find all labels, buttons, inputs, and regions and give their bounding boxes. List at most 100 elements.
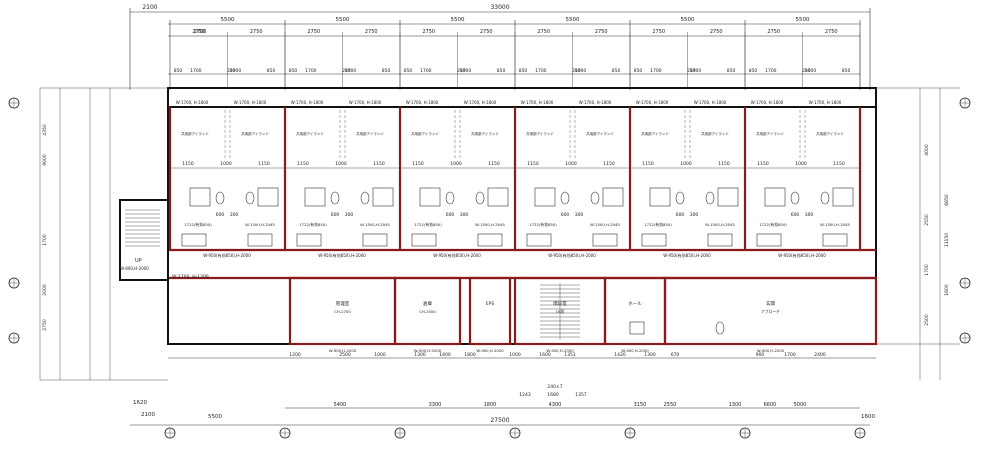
unit-sub-label: W-1500,H-2045: [360, 222, 390, 227]
bottom-dim-label: 3300: [429, 402, 442, 408]
unit-dim-label: 850: [497, 68, 506, 74]
left-dim-label: 1700: [42, 234, 48, 246]
unit-inner-dim: 1150: [412, 161, 424, 167]
window-label: W-1700, H-1800: [349, 100, 382, 105]
window-label: W-1700, H-1800: [176, 100, 209, 105]
unit-dim-label: 200: [227, 68, 236, 74]
room-label: 共用部アイランド: [411, 131, 439, 136]
bath-dim: 300: [805, 212, 814, 218]
half-dim-label: 2750: [192, 29, 205, 35]
unit-inner-dim: 1000: [565, 161, 577, 167]
stair-dim-label: 1680: [547, 392, 559, 398]
bay-dim-label: 5500: [221, 17, 235, 23]
unit-dim-label: 1700: [765, 68, 777, 74]
unit-inner-dim: 1150: [488, 161, 500, 167]
left-axis-dim: 5500: [208, 414, 222, 420]
window-label: W-1700, H-1800: [521, 100, 554, 105]
bath-dim: 300: [345, 212, 354, 218]
entry-closet: [247, 233, 273, 247]
stair-up-label: UP: [135, 258, 142, 264]
unit-dim-label: 850: [404, 68, 413, 74]
common-area: 管理室CH-2700W-900,H-2000倉庫CH-2500W-900,H-2…: [288, 276, 878, 353]
unit-dim-label: 850: [519, 68, 528, 74]
common-door-label: W-900,H-2000: [414, 348, 442, 353]
bath-dim: 600: [791, 212, 800, 218]
lower-dim-label: 1200: [289, 352, 301, 358]
room-label: 共用部アイランド: [296, 131, 324, 136]
unit-inner-dim: 1150: [603, 161, 615, 167]
unit-inner-dim: 1150: [718, 161, 730, 167]
bottom-dim-label: 6600: [764, 402, 777, 408]
common-room: [468, 276, 512, 346]
room-label: 共用部アイランド: [586, 131, 614, 136]
toilet-fixture: [715, 321, 725, 335]
bath-fixture: [764, 187, 786, 207]
door-label: W-950(有効850),H-2000: [318, 252, 366, 258]
window-label: W-1700, H-1800: [234, 100, 267, 105]
lower-dim-label: 1351: [564, 352, 576, 358]
unit-inner-dim: 1150: [297, 161, 309, 167]
unit-dim-label: 200: [572, 68, 581, 74]
left-bottom-dim-b: 2100: [141, 412, 155, 418]
unit-dim-label: 1700: [575, 68, 587, 74]
unit-sub-label: W-1500,H-2045: [705, 222, 735, 227]
bay-dim-label: 5500: [796, 17, 810, 23]
room-label: 共用部アイランド: [471, 131, 499, 136]
common-door-label: W-900,H-2000: [757, 348, 785, 353]
half-dim-label: 2750: [652, 29, 665, 35]
unit-label: 1722(有効850): [414, 222, 442, 227]
residential-units: W-1700, H-1800 W-1700, H-1800 共用部アイランド 共用部ア…: [168, 100, 862, 258]
unit-dim-label: 850: [634, 68, 643, 74]
lower-dim-label: 1000: [509, 352, 521, 358]
entry-closet: [707, 233, 733, 247]
left-dim-label: 2750: [42, 319, 48, 331]
toilet-fixture: [705, 191, 715, 205]
unit-dim-label: 1700: [345, 68, 357, 74]
common-door-label: W-900,H-2000: [546, 348, 574, 353]
half-dim-label: 2750: [422, 29, 435, 35]
overall-bottom-dim: 27500: [490, 417, 509, 424]
bath-fixture: [602, 187, 624, 207]
entry-closet: [641, 233, 667, 247]
lower-dim-label: 1300: [644, 352, 656, 358]
stair-caption: W-800,H-2000: [120, 266, 149, 271]
unit-inner-dim: 1000: [450, 161, 462, 167]
unit-dim-label: 1700: [305, 68, 317, 74]
bay-dim-label: 5500: [451, 17, 465, 23]
unit-dim-label: 200: [802, 68, 811, 74]
unit-dim-label: 850: [174, 68, 183, 74]
unit-dim-label: 200: [457, 68, 466, 74]
right-dim-label: 1600: [944, 284, 950, 296]
unit-sub-label: W-1500,H-2045: [245, 222, 275, 227]
right-bottom-dim: 1600: [861, 414, 875, 420]
door-label: W-950(有効850),H-2000: [203, 252, 251, 258]
bay-dim-label: 5500: [566, 17, 580, 23]
left-dim-label: 4350: [42, 124, 48, 136]
unit-dim-label: 850: [612, 68, 621, 74]
bath-fixture: [189, 187, 211, 207]
unit-inner-dim: 1000: [795, 161, 807, 167]
common-room-name: 管理室: [336, 300, 350, 307]
room-label: 共用部アイランド: [181, 131, 209, 136]
unit-label: 1722(有効850): [529, 222, 557, 227]
bottom-dim-label: 4300: [549, 402, 562, 408]
room-label: 共用部アイランド: [816, 131, 844, 136]
unit-label: 1722(有効850): [759, 222, 787, 227]
bottom-dim-label: 1300: [729, 402, 742, 408]
unit-sub-label: W-1500,H-2045: [590, 222, 620, 227]
grid-axes: [8, 97, 971, 439]
common-room-name: 倉庫: [423, 300, 432, 307]
overall-top-dim: 33000: [490, 4, 509, 11]
right-dim-label: 4000: [924, 144, 930, 156]
window-label: W-1700, H-1800: [751, 100, 784, 105]
bath-fixture: [649, 187, 671, 207]
common-room-name: 玄関: [766, 300, 775, 307]
toilet-fixture: [360, 191, 370, 205]
toilet-fixture: [330, 191, 340, 205]
unit-inner-dim: 1150: [182, 161, 194, 167]
bath-dim: 600: [216, 212, 225, 218]
half-dim-label: 2750: [767, 29, 780, 35]
lower-dim-label: 1420: [614, 352, 626, 358]
